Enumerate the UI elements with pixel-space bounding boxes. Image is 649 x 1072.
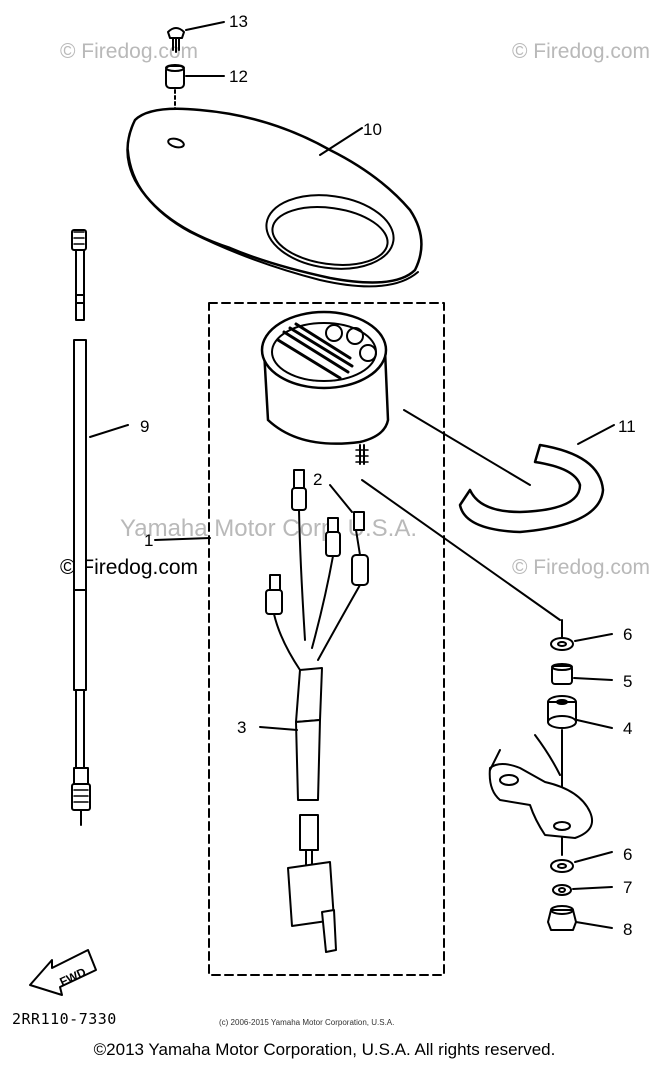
callout-9: 9	[140, 417, 149, 436]
callout-5: 5	[623, 672, 632, 691]
meter-bracket-plate	[126, 107, 423, 288]
bulb-harness	[265, 469, 369, 953]
damper-ring	[458, 443, 605, 534]
footer-copyright: ©2013 Yamaha Motor Corporation, U.S.A. A…	[93, 1040, 556, 1059]
callout-4: 4	[623, 719, 632, 738]
callout-10: 10	[363, 120, 382, 139]
callout-1: 1	[144, 531, 153, 550]
callout-3: 3	[237, 718, 246, 737]
speedometer-unit	[260, 310, 390, 465]
meter-stay	[488, 734, 594, 839]
callout-7: 7	[623, 878, 632, 897]
washer-lower	[550, 859, 574, 873]
callout-11: 11	[618, 417, 636, 436]
watermark-firedog-top-right: © Firedog.com	[512, 40, 649, 63]
speedometer-cable	[71, 229, 91, 826]
callout-6-lower: 6	[623, 845, 632, 864]
spacer-collar	[551, 663, 573, 685]
small-copyright: (c) 2006-2015 Yamaha Motor Corporation, …	[219, 1018, 395, 1027]
lock-washer	[552, 884, 572, 896]
callout-13: 13	[229, 12, 248, 31]
diagram-code: 2RR110-7330	[12, 1010, 117, 1028]
callout-6-upper: 6	[623, 625, 632, 644]
screw-part	[167, 27, 185, 53]
assembly-boundary	[208, 302, 445, 976]
callout-8: 8	[623, 920, 632, 939]
nut	[547, 905, 577, 931]
callout-2: 2	[313, 470, 322, 489]
watermark-firedog-top-left: © Firedog.com	[60, 40, 198, 63]
washer-upper	[550, 637, 574, 651]
watermark-firedog-right: © Firedog.com	[512, 556, 649, 579]
watermark-yamaha: Yamaha Motor Corp, U.S.A.	[120, 515, 417, 542]
grommet	[547, 695, 577, 729]
watermark-firedog-left: © Firedog.com	[60, 556, 198, 579]
callout-12: 12	[229, 67, 248, 86]
fwd-arrow	[29, 949, 97, 996]
